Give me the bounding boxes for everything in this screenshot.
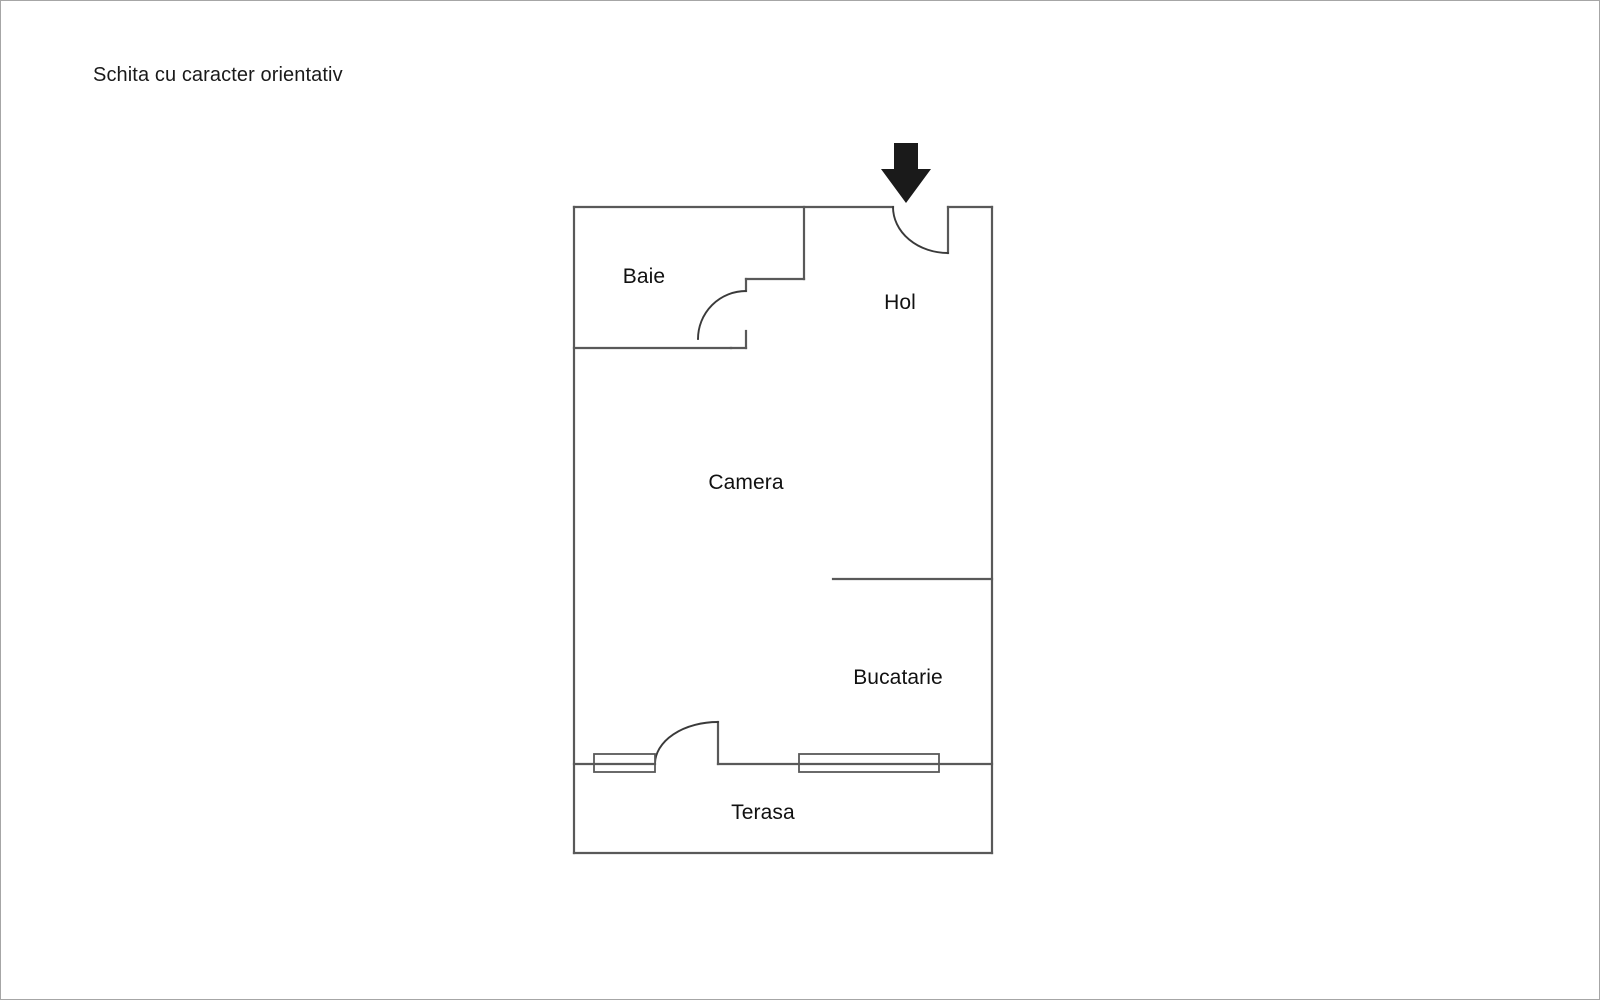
room-label-terasa: Terasa (731, 801, 795, 824)
page-title: Schita cu caracter orientativ (93, 64, 343, 86)
wall-group (572, 205, 994, 855)
room-label-bucatarie: Bucatarie (853, 666, 943, 689)
entrance-door-arc (892, 206, 949, 254)
baie-door-arc (697, 290, 747, 340)
room-label-baie: Baie (622, 265, 666, 288)
room-label-hol: Hol (884, 291, 916, 314)
door-arc-group (654, 206, 949, 765)
entrance-direction-arrow (881, 143, 931, 203)
entrance-arrow-shape (881, 143, 931, 203)
terasa-door-arc (654, 721, 719, 765)
room-label-camera: Camera (708, 471, 784, 494)
